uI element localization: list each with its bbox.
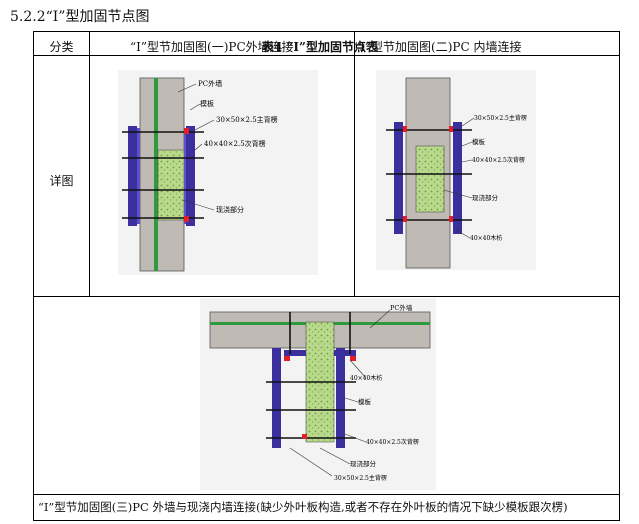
figure3-drawing: PC外墙 40×40木枋 模板 40×40×2.5次背楞 现浇部分 30×50×… [200, 298, 436, 490]
col-divider-middle [354, 32, 355, 296]
fig3-label-formwork: 模板 [358, 397, 372, 406]
seal-marker-1 [403, 126, 407, 132]
seal-marker-3 [302, 434, 307, 439]
insulation-layer [154, 78, 158, 271]
main-waler-left [128, 126, 137, 226]
main-waler-left [394, 122, 403, 234]
header-col1-text: “I”型节加固图(一)PC外墙连接 [130, 40, 294, 54]
formwork-right [184, 128, 186, 224]
fig3-label-cast: 现浇部分 [350, 459, 377, 468]
section-heading: 5.2.2“I”型加固节点图 [10, 9, 150, 25]
table-title-overlay: 表4 “I”型加固节点表 [262, 40, 378, 54]
header-category: 分类 [49, 40, 74, 54]
fig1-label-cast: 现浇部分 [216, 205, 244, 214]
leader-wood [349, 359, 367, 379]
seal-marker-bottom [184, 216, 189, 222]
formwork-left [137, 128, 140, 224]
seal-marker-3 [403, 216, 407, 222]
row-divider-caption [34, 494, 619, 495]
figure1-drawing: PC外墙 模板 30×50×2.5主背楞 40×40×2.5次背楞 现浇部分 [118, 70, 318, 275]
fig1-label-secondary: 40×40×2.5次背楞 [204, 139, 266, 148]
leader-wall [177, 83, 197, 93]
wood-block-left [284, 350, 306, 356]
leader-wall [369, 309, 391, 329]
main-waler-left [272, 348, 281, 448]
leader-cast [181, 199, 215, 211]
fig3-label-secondary: 40×40×2.5次背楞 [366, 438, 419, 446]
leader-secondary [461, 159, 473, 163]
header-col1: “I”型节加固图(一)PC外墙连接 表4 “I”型加固节点表 [130, 38, 378, 55]
node-table: 分类 “I”型节加固图(一)PC外墙连接 表4 “I”型加固节点表 “I”型节加… [33, 31, 620, 521]
wood-block-right [334, 350, 356, 356]
figure2-drawing: 30×50×2.5主背楞 模板 40×40×2.5次背楞 现浇部分 40×40木… [376, 70, 536, 270]
leader-formwork [461, 141, 473, 147]
leader-wood [455, 229, 471, 239]
header-col2: “I”型节加固图(二)PC 内墙连接 [354, 40, 522, 54]
leader-main [194, 119, 215, 131]
seal-marker-1 [284, 356, 290, 361]
col-divider-category [89, 32, 90, 296]
fig3-label-main: 30×50×2.5主背楞 [334, 474, 387, 482]
leader-main [461, 117, 475, 127]
row-label-detail: 详图 [49, 174, 74, 188]
main-waler-right [186, 126, 195, 226]
fig2-label-secondary: 40×40×2.5次背楞 [472, 156, 525, 164]
fig1-label-formwork: 模板 [200, 99, 214, 108]
fig3-label-wall: PC外墙 [390, 303, 413, 312]
leader-cast [319, 447, 351, 465]
fig3-label-wood: 40×40木枋 [350, 374, 382, 382]
figure3-caption: “I”型节加固图(三)PC 外墙与现浇内墙连接(缺少外叶板构造,或者不存在外叶板… [38, 500, 568, 514]
fig1-label-wall: PC外墙 [198, 79, 222, 88]
fig1-label-main: 30×50×2.5主背楞 [216, 115, 278, 124]
seal-marker-2 [449, 126, 453, 132]
cast-in-place-zone [157, 149, 185, 221]
leader-formwork [344, 397, 359, 403]
leader-secondary [194, 143, 203, 151]
leader-formwork [189, 103, 201, 111]
cast-in-place-zone [415, 145, 445, 213]
leader-main [289, 447, 333, 477]
seal-marker-4 [449, 216, 453, 222]
seal-marker-2 [350, 356, 356, 361]
row-divider-detail [34, 296, 619, 297]
main-waler-right [336, 348, 345, 448]
main-waler-right [453, 122, 462, 234]
row-divider-header [34, 55, 619, 56]
fig2-label-cast: 现浇部分 [472, 193, 499, 202]
leader-cast [443, 189, 473, 199]
leader-secondary [344, 433, 367, 443]
seal-marker-top [184, 128, 189, 134]
fig2-label-main: 30×50×2.5主背楞 [474, 114, 527, 122]
fig2-label-wood: 40×40木枋 [470, 234, 502, 242]
fig2-label-formwork: 模板 [472, 137, 486, 146]
